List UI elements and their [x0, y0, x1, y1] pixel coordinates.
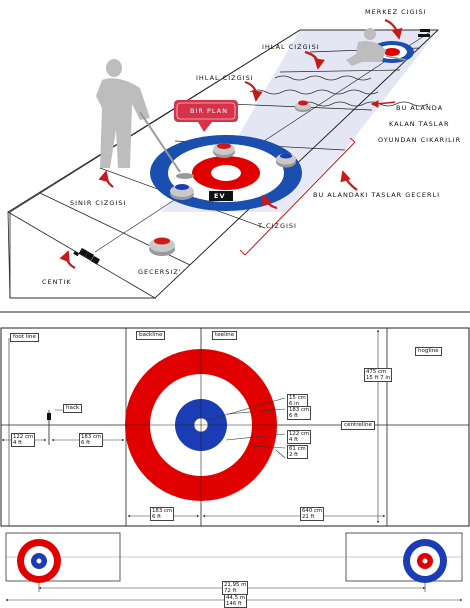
near-hog-line-label: IHLAL CIZGISI — [196, 74, 254, 82]
far-hack-icon — [418, 29, 430, 37]
house-label-box — [209, 191, 233, 201]
t-line-label: T CIZGISI — [258, 222, 297, 230]
centreline-label: centreline — [341, 421, 375, 430]
sheet-left-edge — [7, 29, 301, 213]
teeline-label: teeline — [212, 331, 238, 340]
plan-badge-label: BIR PLAN — [190, 107, 228, 115]
remove-note-3: OYUNDAN CIKARILIR — [378, 136, 462, 144]
thrower-silhouette — [346, 28, 407, 66]
hack-diagram-label: hack — [63, 404, 83, 413]
remove-note-2: KALAN TASLAR — [389, 120, 450, 128]
annotation-arrows — [59, 18, 403, 269]
plan-badge — [174, 100, 238, 122]
full-sheet — [5, 532, 463, 602]
stone-red-far — [295, 100, 311, 112]
foot-line-label: foot line — [10, 333, 39, 342]
far-hog-line-label: IHLAL CIZGISI — [262, 43, 320, 51]
valid-note-label: BU ALANDAKI TASLAR GECERLI — [313, 191, 441, 199]
stone-red-invalid — [149, 237, 175, 256]
remove-note-1: BU ALANDA — [396, 104, 444, 112]
boundary-line-label: SINIR CIZGISI — [70, 199, 127, 207]
center-line-label: MERKEZ CIGISI — [365, 8, 427, 16]
backline-label: backline — [136, 331, 166, 340]
invalid-label: GECERSIZ' — [138, 268, 182, 276]
sweeper-silhouette — [96, 59, 194, 179]
hogline-label: hogline — [415, 347, 442, 356]
hack-label: CENTIK — [42, 278, 72, 286]
plan-diagram — [0, 327, 470, 527]
hack-mark — [47, 413, 51, 420]
stone-red-center — [213, 143, 235, 158]
hack-icon — [73, 247, 100, 265]
stone-blue-left — [170, 184, 194, 200]
stones — [149, 100, 311, 256]
house-label: EV — [214, 192, 226, 200]
stone-blue-right — [276, 153, 296, 168]
